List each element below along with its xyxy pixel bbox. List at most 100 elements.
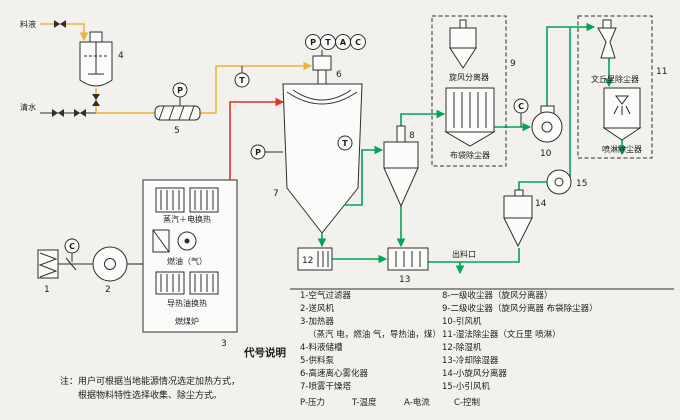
legend-footer-temperature: T-温度 <box>351 397 377 408</box>
feed-tank-icon <box>79 31 113 87</box>
air-heating-system: 1 C 2 蒸汽＋电换热 <box>37 179 238 349</box>
legend-item-4: 4-料液储槽 <box>300 342 343 353</box>
cooling-dehumidifier-number: 13 <box>399 275 410 285</box>
legend-item-5: 5-供料泵 <box>300 355 334 366</box>
legend-footer-current: A-电流 <box>404 397 430 408</box>
tower-number: 7 <box>273 189 279 199</box>
pump-number: 5 <box>174 126 180 136</box>
air-distributor-arc <box>286 91 358 105</box>
small-cyclone-number: 14 <box>535 199 547 209</box>
small-fan-number: 15 <box>576 179 587 189</box>
svg-text:T: T <box>325 38 331 47</box>
feed-valve-icon <box>54 20 66 28</box>
tower-body <box>282 83 363 234</box>
blower-number: 2 <box>105 285 111 295</box>
legend: 代号说明 1-空气过滤器 2-送风机 3-加热器 （蒸汽 电，燃油 气，导热油，… <box>243 288 674 408</box>
wet-collector-box: 文丘里除尘器 喷淋除尘器 <box>577 15 653 159</box>
blower-fan-icon <box>92 246 128 282</box>
tower-pressure-indicator-side: P <box>250 144 283 160</box>
water-valve-1-icon <box>52 109 64 117</box>
legend-item-7: 7-喷雾干燥塔 <box>300 381 351 392</box>
wet-collector-number: 11 <box>656 67 667 77</box>
svg-text:C: C <box>518 102 524 111</box>
feed-temperature-indicator: T <box>234 66 250 88</box>
cyclone-separator-label: 旋风分离器 <box>449 72 489 82</box>
legend-item-9: 9-二级收尘器（旋风分离器 布袋除尘器） <box>442 303 598 314</box>
legend-item-1: 1-空气过滤器 <box>300 290 351 301</box>
tank-outlet-valve-icon <box>92 94 100 106</box>
fan-control-indicator: C <box>513 98 529 127</box>
svg-text:P: P <box>177 86 183 95</box>
steam-electric-label: 蒸汽＋电换热 <box>163 214 211 224</box>
fuel-oil-gas-label: 燃油（气） <box>167 256 207 266</box>
bag-filter-icon <box>444 87 496 147</box>
legend-item-13: 13-冷却除湿器 <box>442 355 499 366</box>
tower-pressure-indicator-top: P <box>305 34 321 50</box>
damper-icon <box>65 257 77 271</box>
clean-water-label: 清水 <box>20 102 36 112</box>
pump-pressure-indicator: P <box>172 82 188 106</box>
svg-text:C: C <box>69 242 75 251</box>
venturi-icon <box>597 19 617 59</box>
thermal-oil-label: 导热油换热 <box>167 298 207 308</box>
legend-footer-control: C-控制 <box>454 397 480 408</box>
spray-collector-icon <box>602 87 642 141</box>
secondary-collector-box: 旋风分离器 布袋除尘器 <box>431 15 507 167</box>
legend-title: 代号说明 <box>243 346 286 359</box>
tower-temperature-indicator-top: T <box>320 34 336 50</box>
coal-furnace-label: 燃煤炉 <box>175 316 199 326</box>
heater-box: 蒸汽＋电换热 燃油（气） 导热油换热 燃煤炉 <box>142 179 238 333</box>
discharge-port-label: 出料口 <box>452 249 476 259</box>
legend-item-15: 15-小引风机 <box>442 381 490 392</box>
spray-dust-collector-label: 喷淋除尘器 <box>602 144 642 154</box>
svg-text:T: T <box>239 76 245 85</box>
tower-temperature-indicator-inner: T <box>337 135 353 151</box>
dehumidifier-box: 12 <box>297 247 333 271</box>
tank-number: 4 <box>118 51 124 61</box>
thermal-oil-exchanger-icon <box>155 271 219 295</box>
fan10-number: 10 <box>540 149 552 159</box>
tower-current-indicator-top: A <box>335 34 351 50</box>
fuel-burner-icon <box>152 229 197 253</box>
venturi-dust-collector-label: 文丘里除尘器 <box>591 74 639 84</box>
secondary-collector-number: 9 <box>510 59 516 69</box>
cyclone-option-icon <box>449 19 477 69</box>
exhaust-lines <box>317 22 627 275</box>
heater-number: 3 <box>221 339 227 349</box>
note-line-1: 注：用户可根据当地能源情况选定加热方式， <box>60 375 240 387</box>
legend-footer-pressure: P-压力 <box>300 397 325 408</box>
legend-item-3-options: （蒸汽 电，燃油 气，导热油，煤） <box>308 329 441 340</box>
legend-item-6: 6-高速离心雾化器 <box>300 368 368 379</box>
legend-item-8: 8-一级收尘器（旋风分离器） <box>442 290 552 301</box>
feed-liquid-label: 料液 <box>20 19 36 29</box>
legend-item-14: 14-小旋风分离器 <box>442 368 507 379</box>
feed-pump-icon <box>154 105 201 121</box>
legend-item-2: 2-送风机 <box>300 303 334 314</box>
small-cyclone-icon <box>503 189 533 248</box>
svg-text:P: P <box>310 38 316 47</box>
water-valve-2-icon <box>74 109 86 117</box>
legend-item-11: 11-湿法除尘器（文丘里 喷淋） <box>442 329 561 340</box>
spray-tower: P T A C 6 7 T <box>250 34 366 234</box>
small-fan-icon <box>546 169 572 195</box>
legend-item-10: 10-引风机 <box>442 316 482 327</box>
legend-item-12: 12-除湿机 <box>442 342 482 353</box>
note-line-2: 根据物料特性选择收集、除尘方式。 <box>78 389 222 401</box>
svg-text:A: A <box>340 38 347 47</box>
damper-control-indicator: C <box>64 238 80 262</box>
svg-text:P: P <box>255 148 261 157</box>
dehumidifier-number: 12 <box>302 256 313 266</box>
svg-text:C: C <box>355 38 361 47</box>
tower-control-indicator-top: C <box>350 34 366 50</box>
atomizer-number: 6 <box>336 70 342 80</box>
cooling-dehumidifier-icon <box>387 247 429 271</box>
svg-text:T: T <box>342 139 348 148</box>
feed-liquid-system: 料液 清水 4 <box>20 19 313 136</box>
bag-dust-collector-label: 布袋除尘器 <box>450 150 490 160</box>
cyclone-separator-1-icon <box>383 125 419 208</box>
filter-number: 1 <box>44 285 50 295</box>
hot-air-line <box>229 97 285 180</box>
cyclone1-number: 8 <box>409 131 415 141</box>
